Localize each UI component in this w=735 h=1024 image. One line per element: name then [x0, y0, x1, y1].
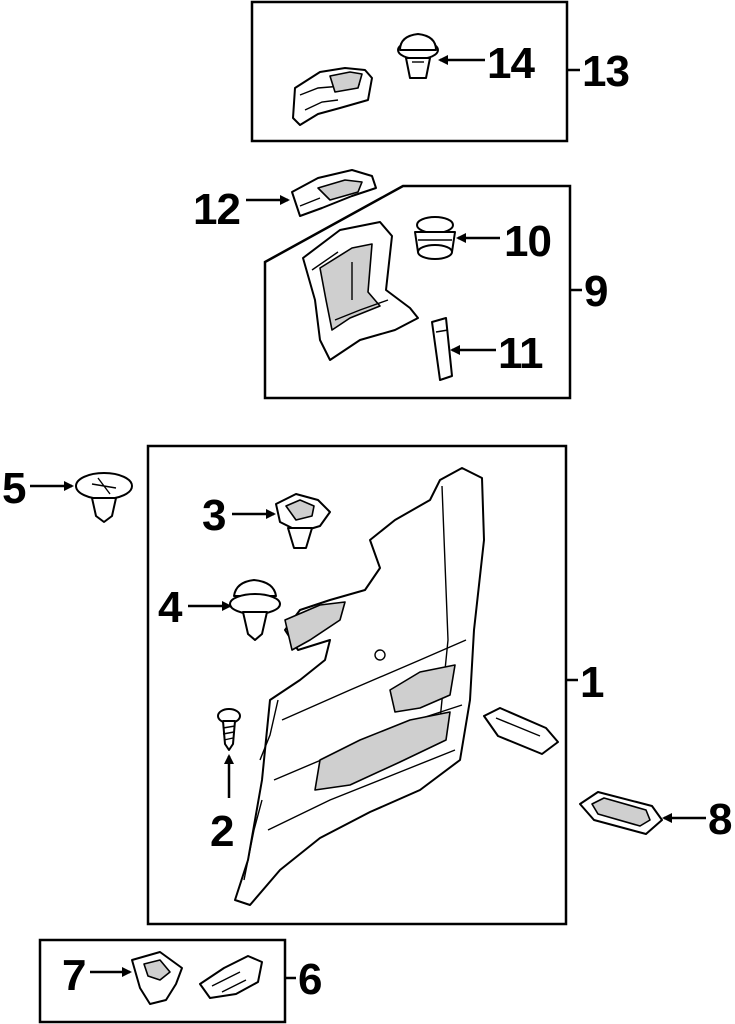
clip-5-part [75, 472, 133, 523]
callout-2: 2 [210, 807, 233, 856]
bracket-13-part [292, 67, 373, 126]
callout-4: 4 [158, 583, 183, 632]
callout-11: 11 [498, 329, 543, 378]
pad-8-part [579, 791, 663, 835]
group-6-box [38, 938, 296, 1024]
callout-12: 12 [193, 185, 240, 234]
grommet-10-part [414, 216, 456, 260]
callout-3: 3 [202, 491, 225, 540]
clip-4-part [229, 579, 281, 641]
callout-7: 7 [62, 951, 85, 1000]
housing-9-part [302, 221, 419, 361]
insert-11-part [431, 317, 453, 381]
callout-6: 6 [298, 955, 321, 1004]
pad-8a-part [483, 707, 559, 755]
callout-9: 9 [584, 267, 607, 316]
clip-7-part [131, 951, 183, 1005]
group-13-box [250, 0, 580, 143]
callout-5: 5 [2, 464, 26, 513]
clip-14-part [397, 33, 439, 79]
callout-14: 14 [487, 39, 535, 88]
callout-1: 1 [580, 658, 604, 707]
callout-10: 10 [504, 217, 551, 266]
bracket-12-part [291, 169, 377, 217]
screw-2-part [217, 708, 241, 751]
group-1-box [146, 444, 578, 926]
callout-8: 8 [708, 795, 732, 844]
bracket-6-part [199, 955, 263, 999]
door-trim-panel-1-part [234, 467, 485, 906]
callout-13: 13 [582, 47, 629, 96]
clip-3-part [275, 493, 331, 549]
group-9-box [263, 184, 582, 400]
